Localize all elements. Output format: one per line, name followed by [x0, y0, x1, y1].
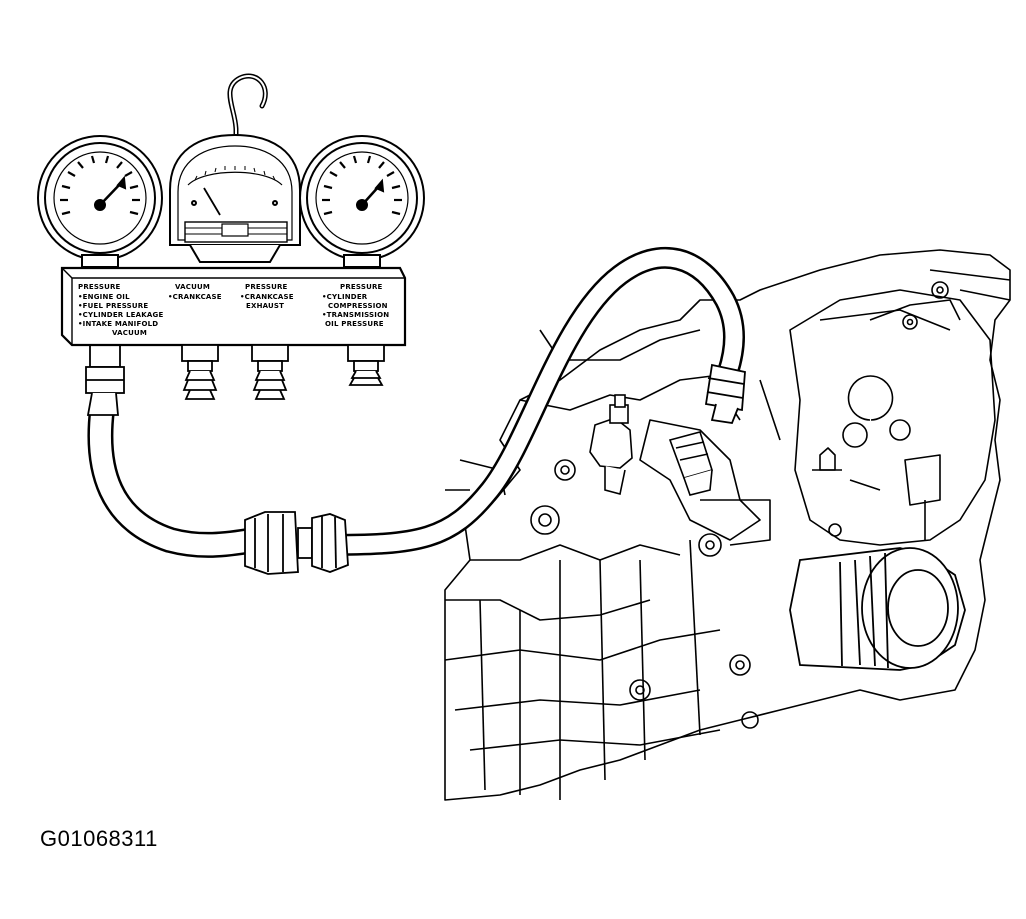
panel-col1-line-3: •CYLINDER LEAKAGE	[78, 311, 163, 319]
figure-id: G01068311	[40, 826, 158, 851]
barb-pressure-center	[251, 344, 289, 400]
panel-col4-line-1: •CYLINDER	[322, 293, 368, 301]
panel-col1-line-5: VACUUM	[112, 329, 147, 337]
test-hose-upper	[314, 246, 745, 556]
barb-pressure-right	[347, 344, 385, 386]
gauge-set: PRESSURE •ENGINE OIL •FUEL PRESSURE •CYL…	[37, 73, 425, 400]
left-pressure-gauge	[37, 135, 163, 268]
panel-labels: PRESSURE •ENGINE OIL •FUEL PRESSURE •CYL…	[78, 283, 389, 337]
panel-col3-line-2: EXHAUST	[246, 302, 284, 310]
panel-col4-line-2: COMPRESSION	[328, 302, 388, 310]
oil-filter	[789, 547, 966, 671]
panel-col3-header: PRESSURE	[245, 283, 288, 291]
panel-col2-line-1: •CRANKCASE	[168, 293, 222, 301]
panel-col1-line-1: •ENGINE OIL	[78, 293, 130, 301]
panel-col4-header: PRESSURE	[340, 283, 383, 291]
quick-coupler	[244, 511, 349, 575]
pressure-sender	[589, 394, 633, 495]
right-pressure-gauge	[299, 135, 425, 268]
panel-col1-line-4: •INTAKE MANIFOLD	[78, 320, 158, 328]
panel-col3-line-1: •CRANKCASE	[240, 293, 294, 301]
test-adapter	[668, 431, 714, 496]
panel-col1-header: PRESSURE	[78, 283, 121, 291]
panel-col4-line-3: •TRANSMISSION	[322, 311, 389, 319]
test-hose-lower	[87, 397, 268, 558]
panel-col2-header: VACUUM	[175, 283, 210, 291]
hose-end-fitting	[704, 363, 746, 424]
engine-block	[444, 249, 1011, 801]
center-vacuum-gauge	[169, 133, 301, 263]
manifold-panel	[60, 266, 407, 347]
left-outlet-fitting	[85, 344, 125, 416]
hose-barbs	[181, 344, 385, 400]
panel-col4-line-4: OIL PRESSURE	[325, 320, 384, 328]
panel-col1-line-2: •FUEL PRESSURE	[78, 302, 148, 310]
barb-vacuum	[181, 344, 219, 400]
